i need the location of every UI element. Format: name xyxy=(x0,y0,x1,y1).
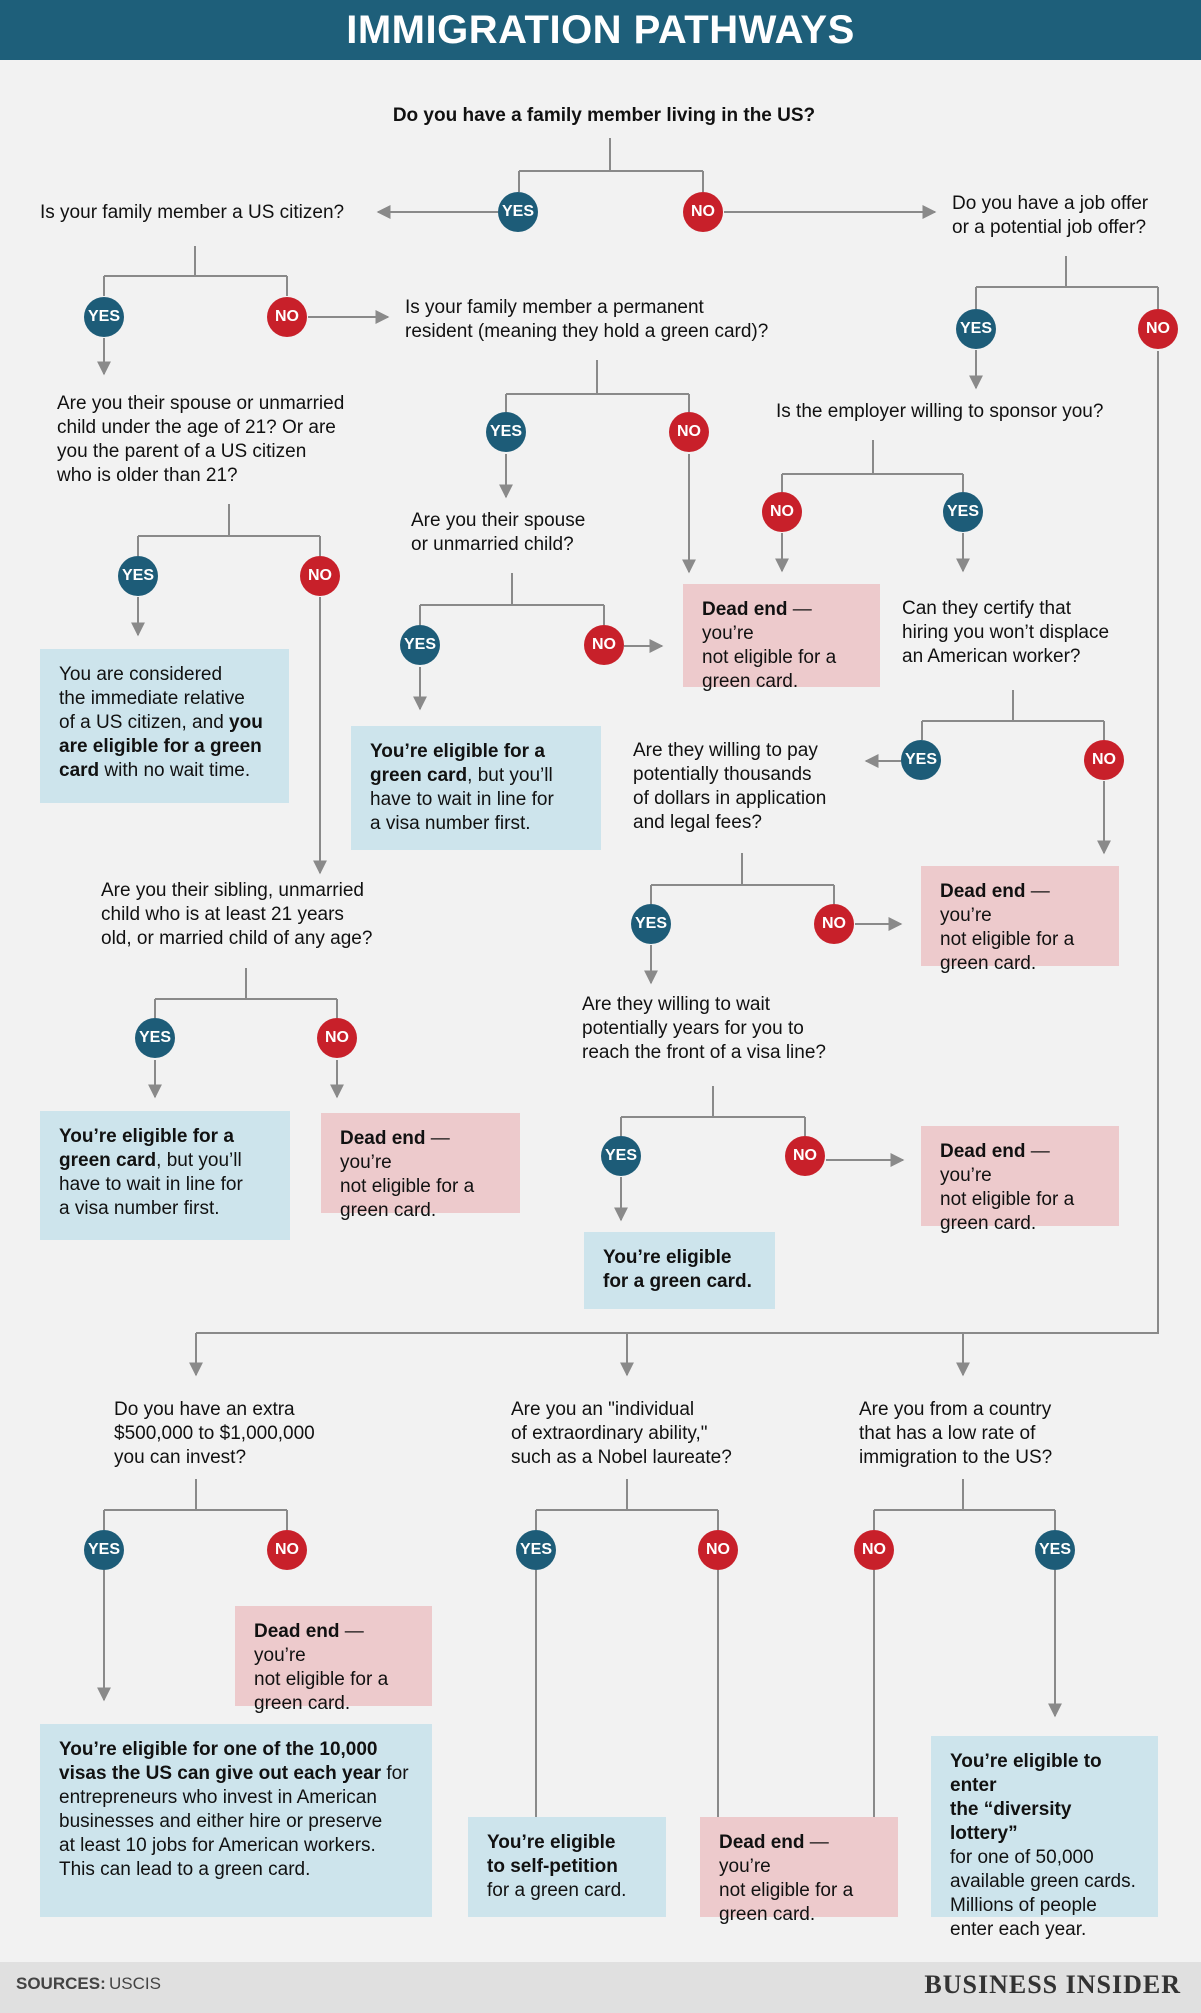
yes-badge-family: YES xyxy=(498,192,538,232)
yes-badge-invest: YES xyxy=(84,1530,124,1570)
no-badge-extraordinary: NO xyxy=(698,1530,738,1570)
yes-badge-pay: YES xyxy=(631,904,671,944)
outcome-investor-visa: You’re eligible for one of the 10,000 vi… xyxy=(40,1724,432,1917)
outcome-dead-end-invest: Dead end — you’re not eligible for a gre… xyxy=(235,1606,432,1714)
yes-badge-sponsor: YES xyxy=(943,492,983,532)
no-badge-certify: NO xyxy=(1084,740,1124,780)
yes-badge-permanent: YES xyxy=(486,412,526,452)
question-certify-worker: Can they certify that hiring you won’t d… xyxy=(902,598,1110,667)
outcome-wait-in-line-pr: You’re eligible for a green card, but yo… xyxy=(351,726,601,850)
outcome-wait-in-line-citizen: You’re eligible for a green card, but yo… xyxy=(40,1111,290,1240)
outcome-dead-end-extraordinary: Dead end — you’re not eligible for a gre… xyxy=(700,1817,898,1925)
yes-badge-spouse-child: YES xyxy=(118,556,158,596)
yes-badge-wait: YES xyxy=(601,1136,641,1176)
no-badge-job: NO xyxy=(1138,309,1178,349)
outcome-immediate-relative: You are considered the immediate relativ… xyxy=(40,649,289,803)
yes-badge-citizen: YES xyxy=(84,297,124,337)
question-permanent-resident: Is your family member a permanent reside… xyxy=(405,297,769,342)
question-family-member: Do you have a family member living in th… xyxy=(392,105,816,126)
footer-bar xyxy=(0,1962,1201,2013)
yes-badge-certify: YES xyxy=(901,740,941,780)
no-badge-spouse-child: NO xyxy=(300,556,340,596)
outcome-dead-end-certify: Dead end — you’re not eligible for a gre… xyxy=(921,866,1119,974)
page-title: IMMIGRATION PATHWAYS xyxy=(346,8,855,52)
brand-logo: BUSINESS INSIDER xyxy=(924,1970,1181,1999)
header-bar: IMMIGRATION PATHWAYS xyxy=(0,0,1201,60)
question-pr-spouse-child: Are you their spouse or unmarried child? xyxy=(411,510,586,555)
question-pay-fees: Are they willing to pay potentially thou… xyxy=(633,740,827,833)
question-invest: Do you have an extra $500,000 to $1,000,… xyxy=(114,1399,315,1468)
no-badge-invest: NO xyxy=(267,1530,307,1570)
question-extraordinary-ability: Are you an "individual of extraordinary … xyxy=(511,1399,732,1468)
no-badge-sponsor: NO xyxy=(762,492,802,532)
question-low-immigration-country: Are you from a country that has a low ra… xyxy=(859,1399,1053,1468)
yes-badge-job: YES xyxy=(956,309,996,349)
outcome-dead-end-sibling: Dead end — you’re not eligible for a gre… xyxy=(321,1113,520,1221)
question-employer-sponsor: Is the employer willing to sponsor you? xyxy=(776,401,1104,422)
no-badge-country: NO xyxy=(854,1530,894,1570)
outcome-dead-end-pr: Dead end — you’re not eligible for a gre… xyxy=(683,584,880,692)
yes-badge-extraordinary: YES xyxy=(516,1530,556,1570)
outcome-self-petition: You’re eligible to self-petition for a g… xyxy=(468,1817,666,1917)
outcome-eligible-job: You’re eligible for a green card. xyxy=(584,1232,775,1309)
question-wait-visa-line: Are they willing to wait potentially yea… xyxy=(582,994,826,1063)
no-badge-sibling: NO xyxy=(317,1018,357,1058)
question-job-offer: Do you have a job offer or a potential j… xyxy=(952,193,1149,238)
no-badge-citizen: NO xyxy=(267,297,307,337)
no-badge-permanent: NO xyxy=(669,412,709,452)
sources-label: SOURCES: xyxy=(16,1974,106,1993)
yes-badge-pr-spouse: YES xyxy=(400,625,440,665)
outcome-dead-end-wait: Dead end — you’re not eligible for a gre… xyxy=(921,1126,1119,1234)
yes-badge-sibling: YES xyxy=(135,1018,175,1058)
question-spouse-child-parent: Are you their spouse or unmarried child … xyxy=(57,393,345,486)
no-badge-wait: NO xyxy=(785,1136,825,1176)
question-us-citizen: Is your family member a US citizen? xyxy=(40,202,345,223)
no-badge-pay: NO xyxy=(814,904,854,944)
outcome-diversity-lottery: You’re eligible to enter the “diversity … xyxy=(931,1736,1158,1940)
no-badge-pr-spouse: NO xyxy=(584,625,624,665)
sources-value: USCIS xyxy=(109,1974,161,1993)
yes-badge-country: YES xyxy=(1035,1530,1075,1570)
question-sibling-married-child: Are you their sibling, unmarried child w… xyxy=(101,880,373,949)
no-badge-family: NO xyxy=(683,192,723,232)
